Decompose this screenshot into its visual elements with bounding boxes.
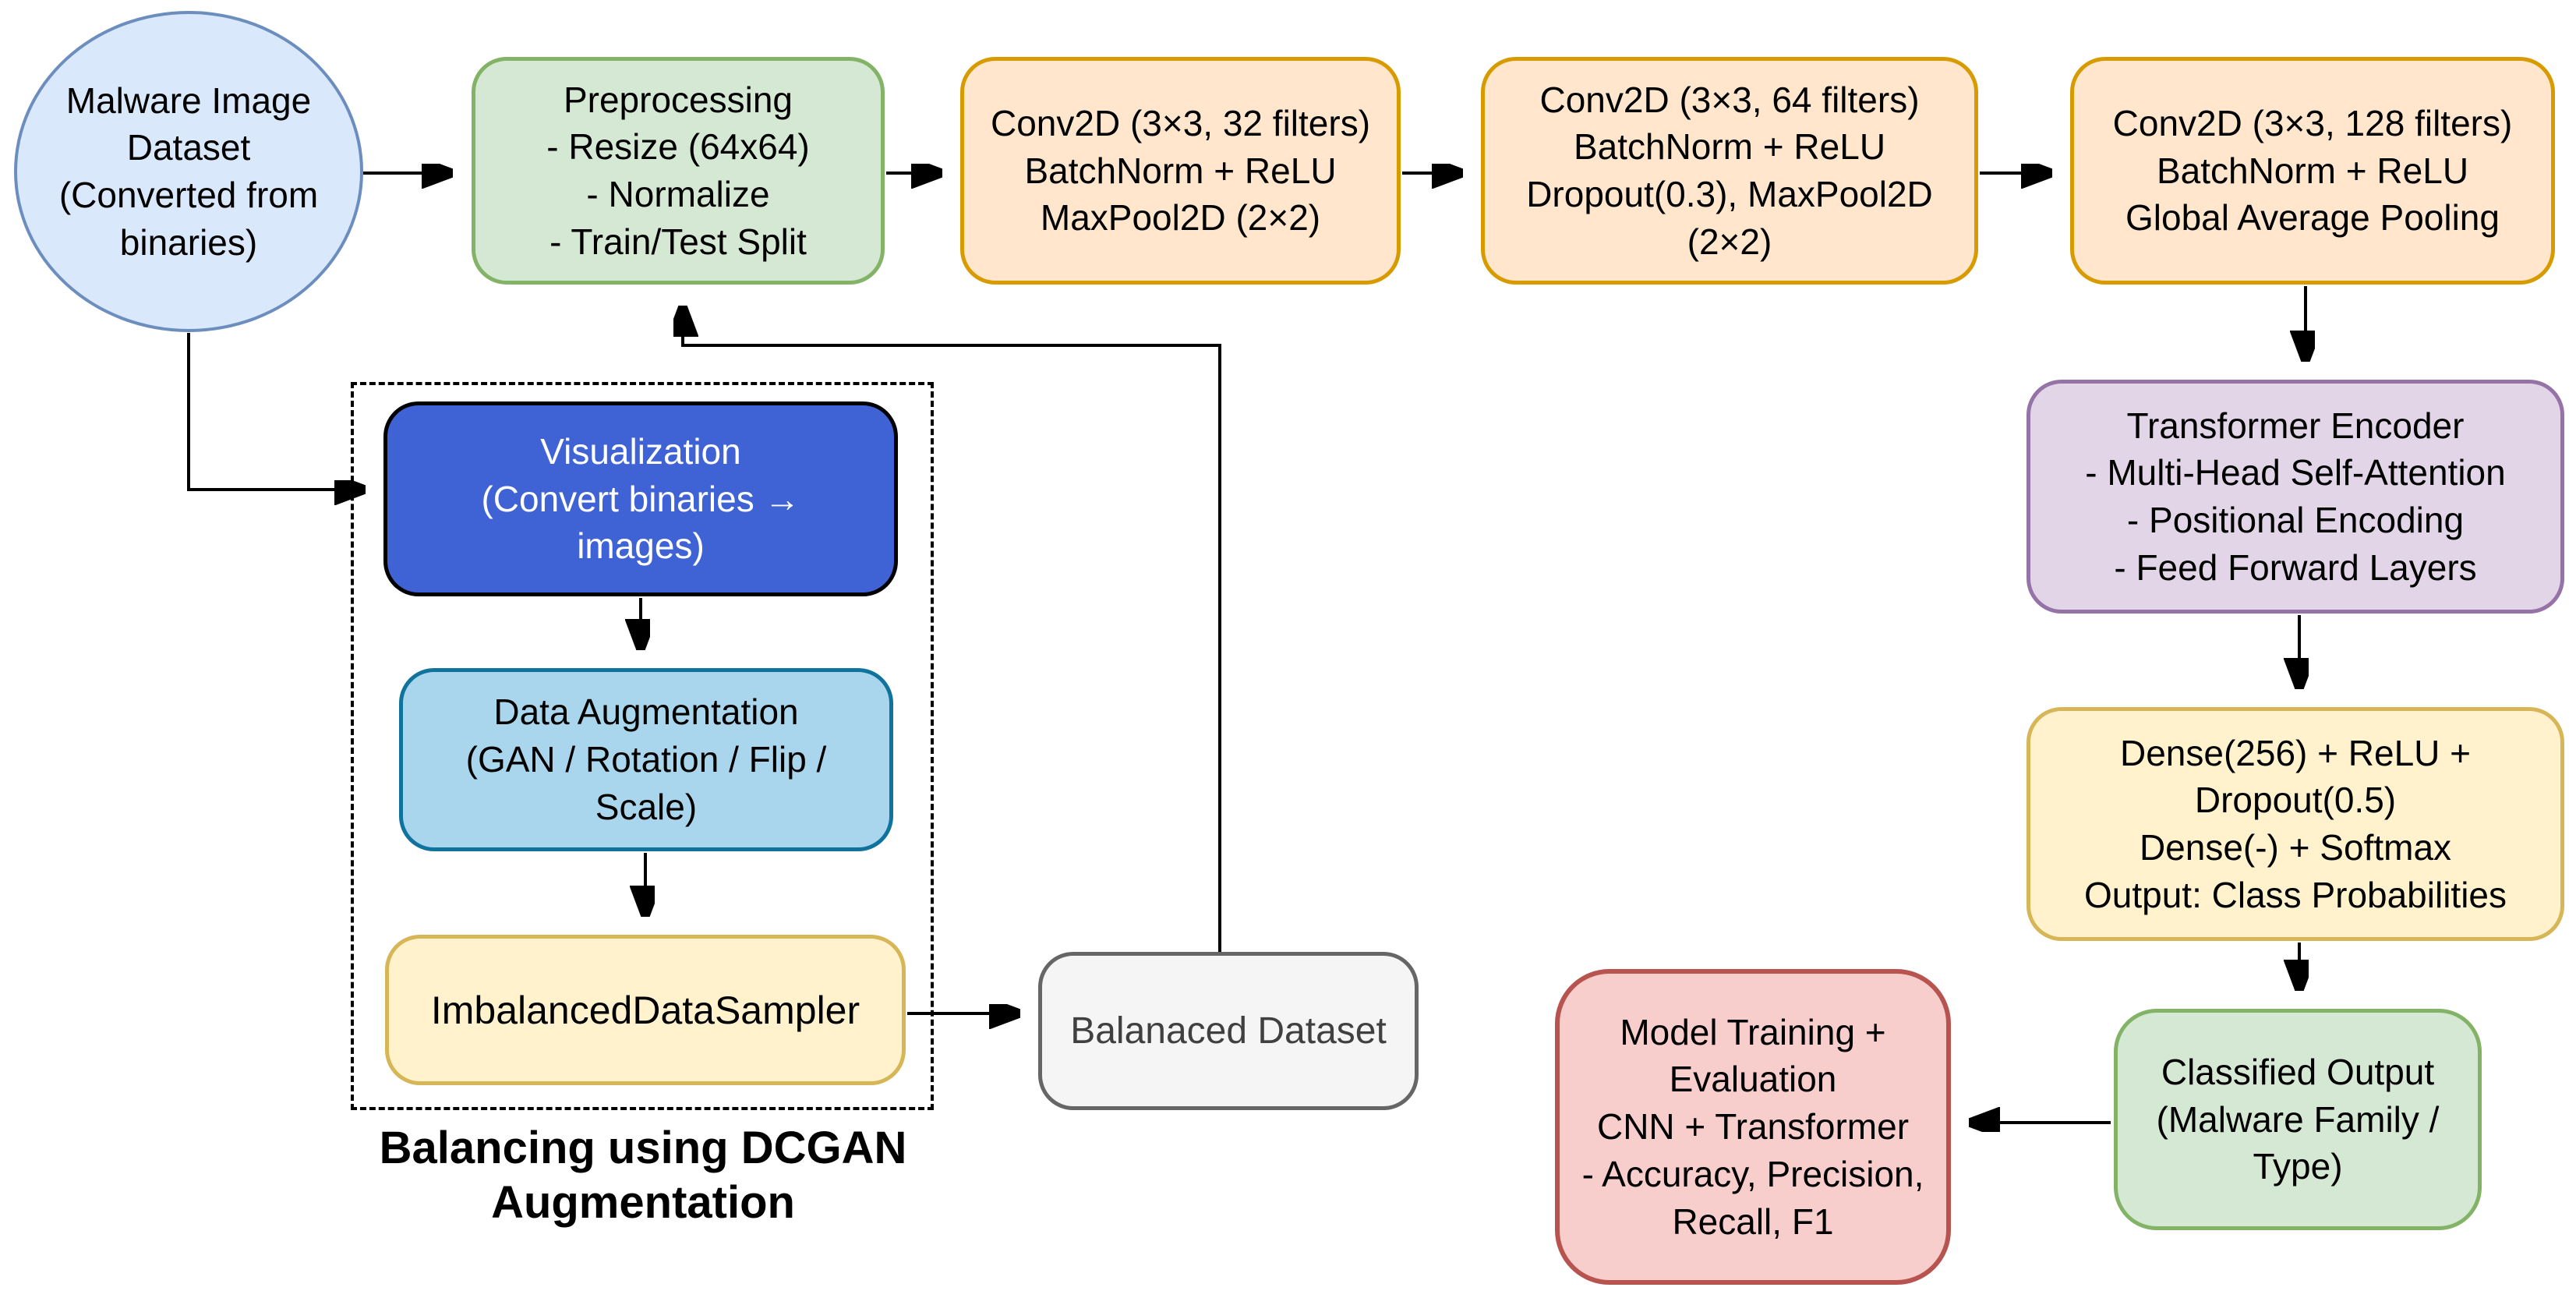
node-model-training-evaluation-label: Model Training + Evaluation CNN + Transf…	[1581, 1011, 1924, 1242]
node-conv2d-128: Conv2D (3×3, 128 filters) BatchNorm + Re…	[2070, 57, 2555, 285]
node-malware-image-dataset-label: Malware Image Dataset (Converted from bi…	[58, 80, 319, 263]
node-balanced-dataset-label: Balanaced Dataset	[1070, 1010, 1387, 1052]
dcgan-balancing-caption: Balancing using DCGAN Augmentation	[379, 1123, 907, 1228]
node-preprocessing: Preprocessing - Resize (64x64) - Normali…	[472, 57, 885, 285]
node-imbalanced-data-sampler-label: ImbalancedDataSampler	[430, 988, 860, 1032]
node-conv2d-64: Conv2D (3×3, 64 filters) BatchNorm + ReL…	[1481, 57, 1978, 285]
node-conv2d-32-label: Conv2D (3×3, 32 filters) BatchNorm + ReL…	[990, 102, 1371, 239]
node-malware-image-dataset: Malware Image Dataset (Converted from bi…	[14, 11, 363, 332]
node-data-augmentation-label: Data Augmentation (GAN / Rotation / Flip…	[465, 691, 827, 827]
dcgan-balancing-group-border	[351, 382, 934, 1110]
edge-dataset-to-visualization	[187, 333, 357, 490]
node-transformer-encoder-label: Transformer Encoder - Multi-Head Self-At…	[2085, 405, 2506, 588]
node-transformer-encoder: Transformer Encoder - Multi-Head Self-At…	[2027, 380, 2564, 614]
node-visualization: Visualization (Convert binaries → images…	[383, 401, 898, 596]
node-visualization-label: Visualization (Convert binaries → images…	[481, 430, 800, 567]
node-conv2d-64-label: Conv2D (3×3, 64 filters) BatchNorm + ReL…	[1526, 79, 1933, 262]
node-imbalanced-data-sampler: ImbalancedDataSampler	[385, 935, 906, 1085]
node-conv2d-128-label: Conv2D (3×3, 128 filters) BatchNorm + Re…	[2112, 102, 2513, 239]
node-dense-softmax-label: Dense(256) + ReLU + Dropout(0.5) Dense(-…	[2083, 732, 2507, 915]
node-classified-output: Classified Output (Malware Family / Type…	[2114, 1009, 2482, 1230]
node-data-augmentation: Data Augmentation (GAN / Rotation / Flip…	[399, 668, 893, 851]
node-dense-softmax: Dense(256) + ReLU + Dropout(0.5) Dense(-…	[2027, 707, 2564, 941]
node-classified-output-label: Classified Output (Malware Family / Type…	[2156, 1051, 2440, 1187]
node-preprocessing-label: Preprocessing - Resize (64x64) - Normali…	[546, 79, 810, 262]
node-balanced-dataset: Balanaced Dataset	[1038, 952, 1419, 1110]
node-model-training-evaluation: Model Training + Evaluation CNN + Transf…	[1555, 969, 1951, 1285]
node-conv2d-32: Conv2D (3×3, 32 filters) BatchNorm + ReL…	[960, 57, 1401, 285]
